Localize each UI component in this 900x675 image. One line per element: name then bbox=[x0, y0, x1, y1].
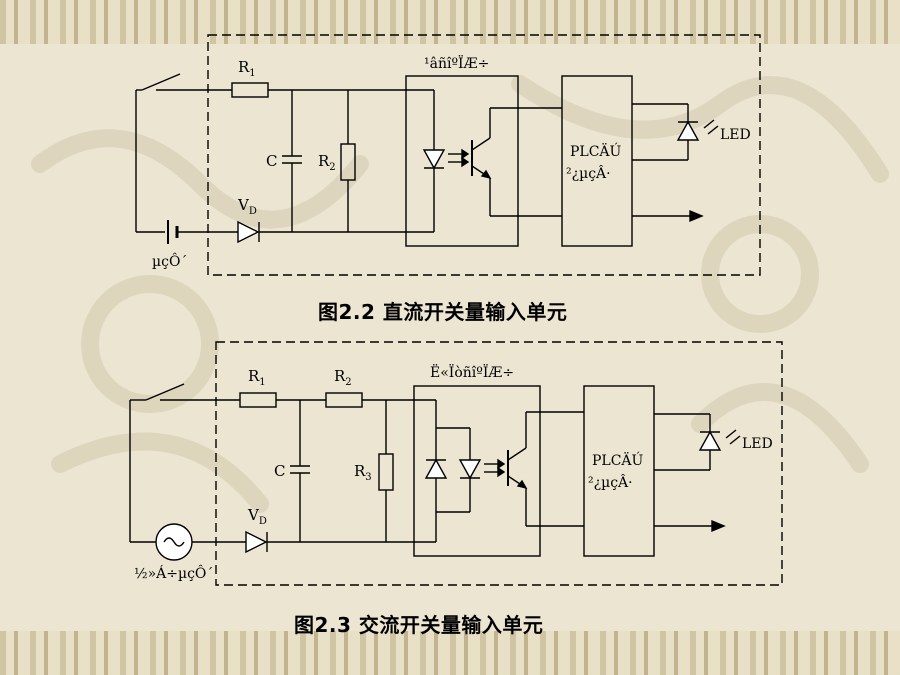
ac-output-arrow bbox=[711, 519, 726, 533]
dc-dashed-enclosure bbox=[207, 34, 761, 276]
ac-plc-box bbox=[583, 385, 655, 557]
ac-label-r2: R2 bbox=[334, 367, 352, 388]
dc-label-plc-line1: PLCÄÚ bbox=[570, 142, 622, 160]
dc-label-r1: R1 bbox=[238, 58, 256, 79]
ac-resistor-r3 bbox=[378, 453, 394, 491]
ac-optocoupler-box bbox=[413, 385, 541, 557]
ac-label-plc-line1: PLCÄÚ bbox=[592, 451, 644, 469]
ac-label-coupler: Ë«ÏòñîºÏÆ÷ bbox=[430, 363, 514, 381]
ac-label-r1: R1 bbox=[248, 367, 266, 388]
background-watermark bbox=[31, 75, 889, 513]
ac-label-r3: R3 bbox=[354, 462, 372, 483]
dc-diode-vd bbox=[237, 220, 260, 244]
ac-label-led: LED bbox=[742, 436, 773, 452]
dc-output-arrow bbox=[689, 209, 704, 223]
dc-optocoupler-box bbox=[405, 75, 519, 247]
ac-diode-vd bbox=[245, 530, 268, 554]
dc-label-c: C bbox=[266, 152, 277, 170]
ac-dashed-enclosure bbox=[215, 341, 783, 586]
ac-switch bbox=[145, 383, 185, 401]
dc-label-coupler: ¹âñîºÏÆ÷ bbox=[424, 54, 489, 72]
dc-label-source: µçÔ´ bbox=[152, 252, 187, 270]
ac-label-vd: VD bbox=[247, 506, 267, 527]
ac-led bbox=[698, 430, 722, 451]
ac-resistor-r2 bbox=[325, 392, 363, 408]
dc-label-vd: VD bbox=[237, 196, 257, 217]
ac-resistor-r1 bbox=[239, 392, 277, 408]
dc-plc-box bbox=[561, 75, 633, 247]
ac-label-c: C bbox=[274, 462, 285, 480]
ac-label-plc-line2: ²¿µçÂ· bbox=[588, 473, 633, 491]
dc-switch bbox=[141, 73, 181, 91]
decorative-bottom-border bbox=[0, 631, 900, 675]
dc-label-led: LED bbox=[720, 127, 751, 143]
dc-label-r2: R2 bbox=[318, 152, 336, 173]
dc-label-plc-line2: ²¿µçÂ· bbox=[566, 164, 611, 182]
ac-diagram-caption: 图2.3 交流开关量输入单元 bbox=[294, 613, 544, 637]
decorative-top-border bbox=[0, 0, 900, 44]
dc-diagram-caption: 图2.2 直流开关量输入单元 bbox=[318, 300, 568, 324]
ac-label-source: ½»Á÷µçÔ´ bbox=[134, 564, 213, 582]
